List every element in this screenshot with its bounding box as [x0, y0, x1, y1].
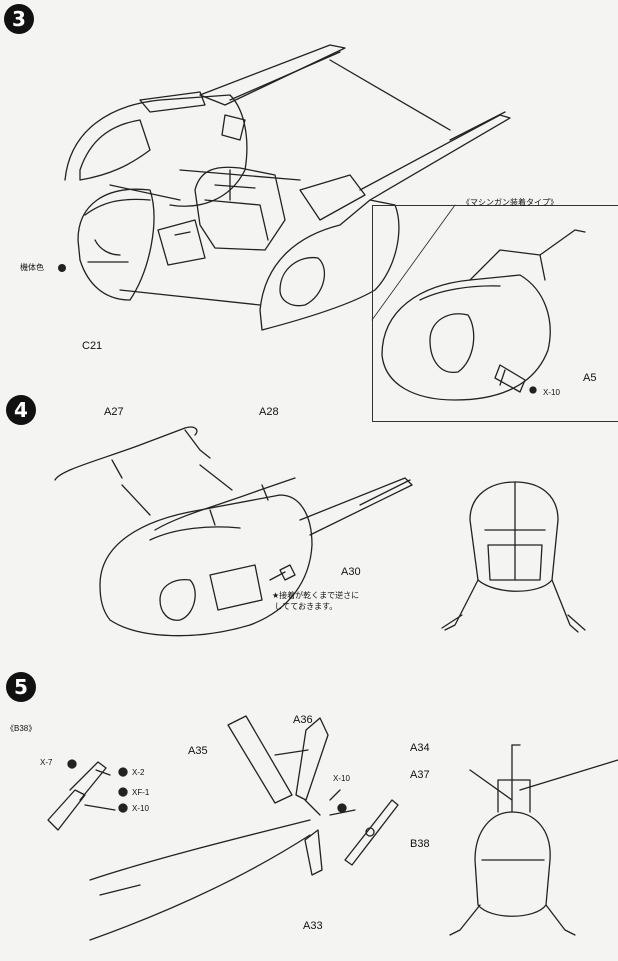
step4-helicopter-drawing	[54, 426, 413, 637]
machinegun-inset-title: 《マシンガン装着タイプ》	[462, 198, 558, 207]
body-color-paint-icon	[58, 264, 66, 272]
part-x10a-label: X-10	[132, 804, 149, 813]
assembly-note: ★接着が乾くまで逆さに してておきます。	[272, 591, 360, 611]
part-a5-label: A5	[583, 372, 597, 384]
step4-front-view-drawing	[441, 481, 586, 633]
part-x10-label: X-10	[543, 388, 560, 397]
part-a36-label: A36	[293, 714, 313, 726]
step5-rear-view-drawing	[449, 744, 618, 936]
part-a37-label: A37	[410, 769, 430, 781]
step-4-badge: 4	[6, 395, 36, 425]
step3-helicopter-cabin-drawing	[64, 44, 511, 331]
step5-tail-rotor-drawing	[89, 715, 399, 941]
part-a30-label: A30	[341, 566, 361, 578]
body-color-label: 機体色	[20, 263, 44, 272]
part-a28-label: A28	[259, 406, 279, 418]
b38-detail-title: 《B38》	[6, 724, 37, 733]
part-xf1-label: XF-1	[132, 788, 150, 797]
part-x10b-label: X-10	[333, 774, 350, 783]
part-a34-label: A34	[410, 742, 430, 754]
part-b38-label: B38	[410, 838, 430, 850]
step-3-badge: 3	[4, 4, 34, 34]
part-a27-label: A27	[104, 406, 124, 418]
part-a33-label: A33	[303, 920, 323, 932]
step3-inset-machinegun-drawing	[381, 229, 586, 401]
step-5-badge: 5	[6, 672, 36, 702]
part-x7-label: X-7	[40, 758, 53, 767]
step5-b38-detail-drawing	[47, 759, 128, 831]
part-a35-label: A35	[188, 745, 208, 757]
machinegun-inset-box	[372, 205, 618, 422]
part-c21-label: C21	[82, 340, 103, 352]
part-x2-label: X-2	[132, 768, 145, 777]
